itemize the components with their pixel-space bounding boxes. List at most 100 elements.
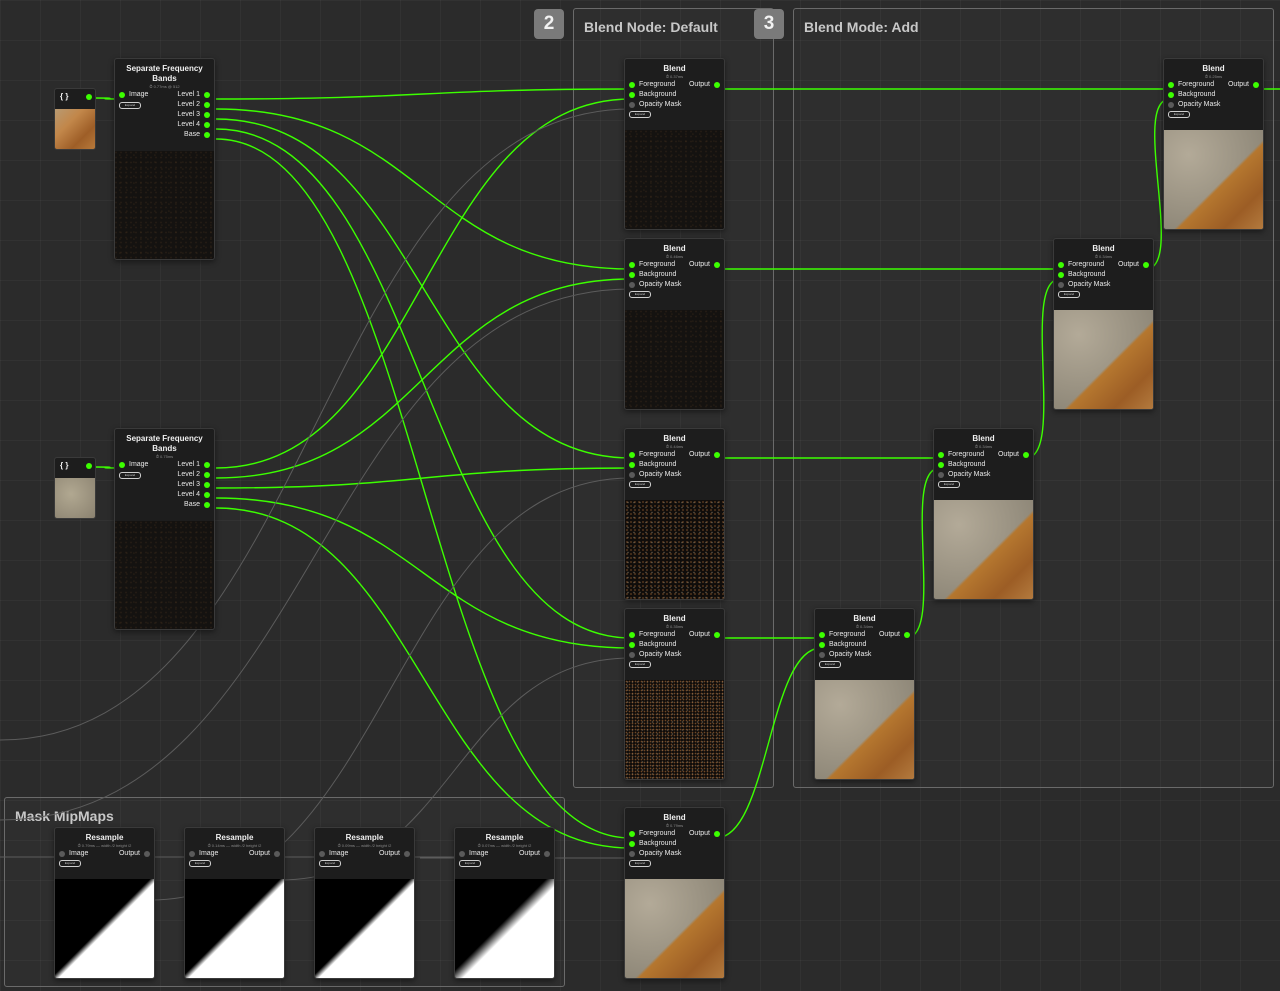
input-port-opacity-mask[interactable] [819, 652, 825, 658]
input-port-background[interactable] [629, 272, 635, 278]
output-port-level-4[interactable] [204, 492, 210, 498]
input-port-foreground[interactable] [819, 632, 825, 638]
output-port[interactable] [714, 452, 720, 458]
wire-texture-to-bands[interactable] [93, 466, 122, 469]
wire-mask-opacity[interactable] [0, 288, 632, 821]
output-port[interactable] [1143, 262, 1149, 268]
output-port[interactable] [714, 82, 720, 88]
wire-texture-to-bands[interactable] [93, 97, 122, 100]
input-port-foreground[interactable] [629, 632, 635, 638]
wire-band-background[interactable] [215, 278, 632, 479]
input-port-background[interactable] [938, 462, 944, 468]
output-port-level-1[interactable] [204, 92, 210, 98]
output-port[interactable] [714, 632, 720, 638]
wire-add-chain[interactable] [1025, 278, 1061, 459]
input-port-opacity-mask[interactable] [1168, 102, 1174, 108]
expand-badge[interactable]: Expand [119, 472, 141, 479]
input-port-opacity-mask[interactable] [629, 102, 635, 108]
output-port-level-2[interactable] [204, 472, 210, 478]
frame-blend-mode-add[interactable]: Blend Mode: Add [793, 8, 1274, 788]
resample-node[interactable]: Resample ⏱ 0.79ms — width /2 height /2 I… [54, 827, 155, 979]
expand-badge[interactable]: Expand [629, 291, 651, 298]
expand-badge[interactable]: Expand [119, 102, 141, 109]
expand-badge[interactable]: Expand [629, 111, 651, 118]
input-port-foreground[interactable] [938, 452, 944, 458]
input-port-foreground[interactable] [629, 82, 635, 88]
input-port-foreground[interactable] [629, 452, 635, 458]
input-port-opacity-mask[interactable] [629, 851, 635, 857]
input-port-background[interactable] [629, 92, 635, 98]
expand-badge[interactable]: Expand [319, 860, 341, 867]
output-port[interactable] [904, 632, 910, 638]
input-port-background[interactable] [1168, 92, 1174, 98]
expand-badge[interactable]: Expand [819, 661, 841, 668]
wire-blend-output[interactable] [715, 647, 822, 839]
frame-mask-mipmaps[interactable]: Mask MipMaps [4, 797, 565, 987]
output-port-level-3[interactable] [204, 482, 210, 488]
wire-add-chain[interactable] [1145, 98, 1171, 270]
input-port-background[interactable] [629, 642, 635, 648]
output-port[interactable] [404, 851, 410, 857]
wire-band-foreground[interactable] [215, 138, 632, 839]
wire-band-background[interactable] [215, 467, 632, 489]
expand-badge[interactable]: Expand [1058, 291, 1080, 298]
output-port-level-2[interactable] [204, 102, 210, 108]
expand-badge[interactable]: Expand [59, 860, 81, 867]
output-port[interactable] [274, 851, 280, 857]
input-port-background[interactable] [629, 462, 635, 468]
output-port[interactable] [144, 851, 150, 857]
wire-add-chain[interactable] [905, 467, 941, 639]
output-port-level-3[interactable] [204, 112, 210, 118]
wire-band-background[interactable] [215, 507, 632, 849]
output-port-base[interactable] [204, 132, 210, 138]
wire-band-foreground[interactable] [215, 88, 632, 100]
expand-badge[interactable]: Expand [629, 661, 651, 668]
texture-input-node[interactable]: { } [54, 88, 96, 150]
input-port-image[interactable] [459, 851, 465, 857]
input-port-foreground[interactable] [1168, 82, 1174, 88]
input-port-image[interactable] [119, 462, 125, 468]
output-port-base[interactable] [204, 502, 210, 508]
output-port[interactable] [1023, 452, 1029, 458]
expand-badge[interactable]: Expand [938, 481, 960, 488]
resample-node[interactable]: Resample ⏱ 0.09ms — width /2 height /2 I… [314, 827, 415, 979]
input-port-background[interactable] [629, 841, 635, 847]
expand-badge[interactable]: Expand [629, 860, 651, 867]
input-port-image[interactable] [189, 851, 195, 857]
expand-badge[interactable]: Expand [629, 481, 651, 488]
output-port[interactable] [544, 851, 550, 857]
output-port[interactable] [714, 831, 720, 837]
wire-band-background[interactable] [215, 98, 632, 469]
input-port-foreground[interactable] [629, 831, 635, 837]
expand-badge[interactable]: Expand [1168, 111, 1190, 118]
input-port-opacity-mask[interactable] [1058, 282, 1064, 288]
resample-node[interactable]: Resample ⏱ 0.07ms — width /2 height /2 I… [454, 827, 555, 979]
expand-badge[interactable]: Expand [189, 860, 211, 867]
texture-input-node[interactable]: { } [54, 457, 96, 519]
output-port-level-4[interactable] [204, 122, 210, 128]
input-port-background[interactable] [1058, 272, 1064, 278]
input-port-opacity-mask[interactable] [629, 282, 635, 288]
wire-band-foreground[interactable] [215, 108, 632, 270]
wire-band-foreground[interactable] [215, 118, 632, 459]
input-port-foreground[interactable] [629, 262, 635, 268]
output-port[interactable] [714, 262, 720, 268]
input-port-image[interactable] [59, 851, 65, 857]
output-port[interactable] [86, 463, 92, 469]
output-port[interactable] [1253, 82, 1259, 88]
frame-blend-node-default[interactable]: Blend Node: Default [573, 8, 774, 788]
input-port-image[interactable] [119, 92, 125, 98]
expand-badge[interactable]: Expand [459, 860, 481, 867]
input-port-opacity-mask[interactable] [629, 472, 635, 478]
input-port-foreground[interactable] [1058, 262, 1064, 268]
